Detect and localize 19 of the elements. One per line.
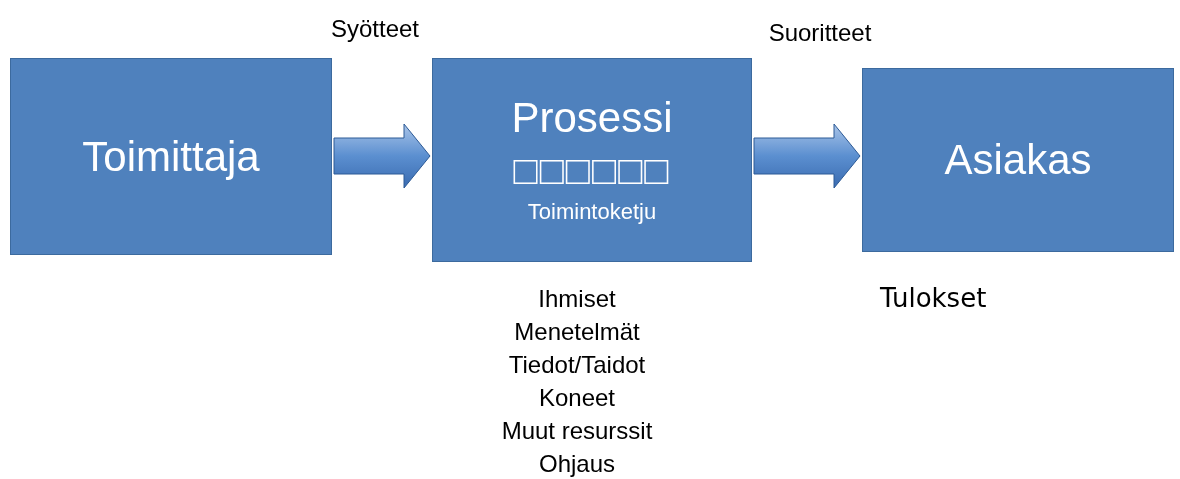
edge-label: Suoritteet <box>767 18 873 48</box>
edge-label: Syötteet <box>329 14 421 44</box>
note-text: Muut resurssit <box>500 416 654 446</box>
note-text: Tiedot/Taidot <box>507 350 647 380</box>
block-arrow <box>753 123 861 189</box>
note-text: Ohjaus <box>537 449 616 479</box>
box-label: Toimittaja <box>82 131 260 182</box>
note-text: Koneet <box>537 383 617 413</box>
box-label: Toimintoketju <box>527 198 657 226</box>
note-text: Ihmiset <box>537 284 617 314</box>
process-box <box>10 58 332 255</box>
process-box <box>862 68 1174 252</box>
box-label: Prosessi <box>511 93 673 143</box>
process-box <box>432 58 752 262</box>
block-arrow <box>333 123 431 189</box>
box-label: Asiakas <box>944 135 1092 185</box>
note-text: Tulokset <box>880 282 988 315</box>
box-label: □□□□□□ <box>513 147 671 194</box>
note-text: Menetelmät <box>513 317 641 347</box>
